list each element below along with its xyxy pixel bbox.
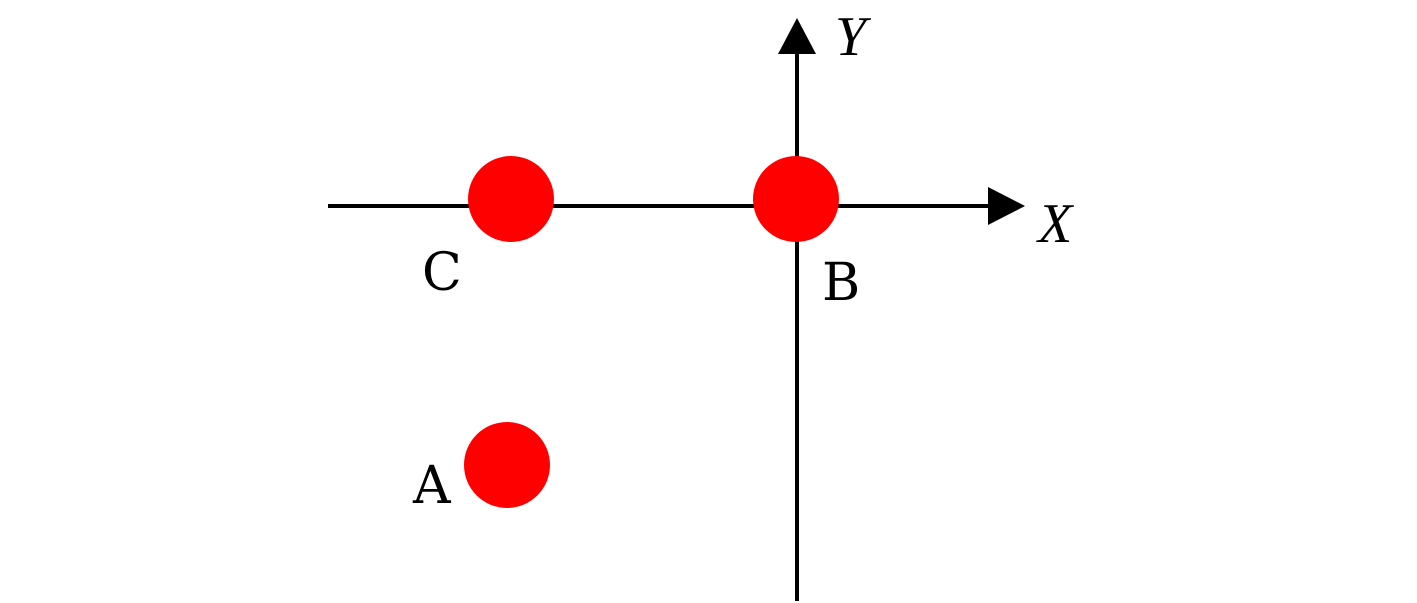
point-b-label: B [822,253,860,313]
point-a-label: A [412,456,452,516]
x-axis-label: X [1036,193,1075,255]
point-b [753,156,839,242]
y-axis-label: Y [835,6,872,68]
y-axis-arrowhead [778,18,816,54]
point-a [464,422,550,508]
point-c-label: C [422,243,462,303]
point-c [468,156,554,242]
x-axis-arrowhead [988,187,1025,225]
